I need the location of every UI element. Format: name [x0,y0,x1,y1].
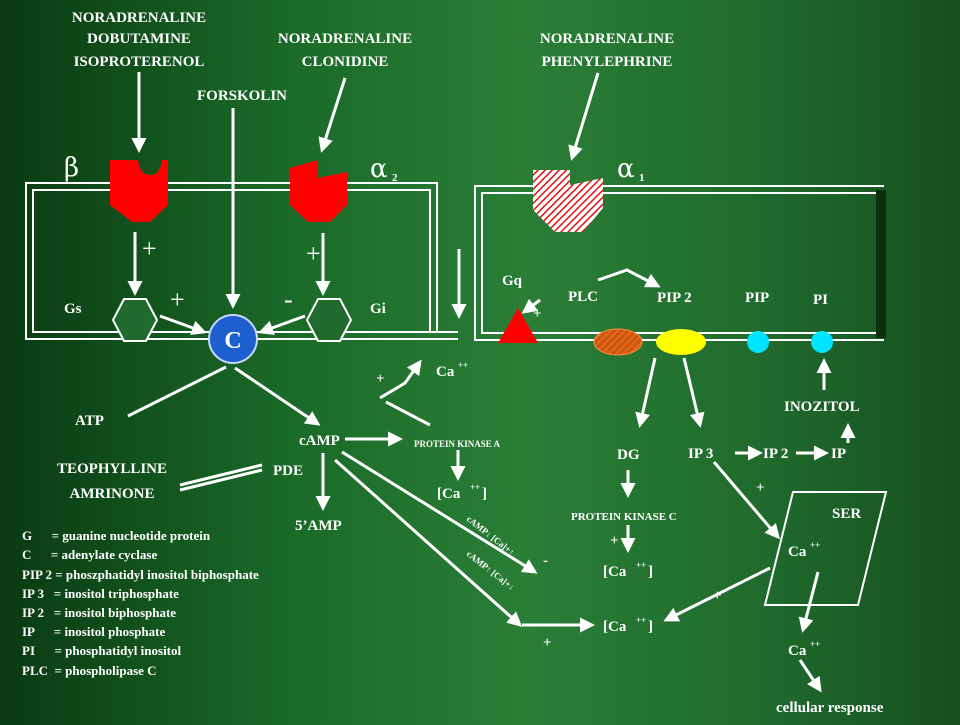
plus-beta: + [142,234,157,263]
ca-cytosol-label: Ca ++ [788,639,820,659]
ca-camp-sup: ++ [636,615,646,625]
legend-line-3: PIP 2 = phoszphatidyl inositol biphospha… [22,567,259,582]
adenylate-cyclase [208,314,258,364]
amp5-label: 5’AMP [295,518,342,534]
pka-label: PROTEIN KINASE A [414,439,501,449]
legend-line-8: PLC = phospholipase C [22,663,157,678]
pi-molecule [811,331,833,353]
inozitol-label: INOZITOL [784,399,860,415]
drug-beta-2: DOBUTAMINE [87,31,191,47]
minus-camp-down: - [543,553,548,569]
cyclase-label: C [224,328,241,354]
pip-molecule [747,331,769,353]
gi-protein [305,298,353,342]
ca-pkc-open: [Ca [603,564,627,580]
legend: G = guanine nucleotide protein C = adeny… [22,528,259,678]
ca-camp-close: ] [648,619,653,635]
alpha2-letter: α [370,154,388,184]
legend-line-6: IP = inositol phosphate [22,624,165,639]
ca-cytosol-sup: ++ [810,639,820,649]
plus-alpha2: + [306,239,321,268]
alpha2-sub: 2 [392,172,398,184]
pip2-label: PIP 2 [657,290,692,306]
plus-gq: + [533,306,542,322]
legend-line-2: C = adenylate cyclase [22,547,157,562]
ca-pkc-sup: ++ [636,560,646,570]
ca-membrane-label: Ca ++ [436,360,468,380]
plus-camp-up: + [543,635,552,651]
legend-line-1: G = guanine nucleotide protein [22,528,211,543]
cellular-response-label: cellular response [776,700,884,716]
gq-label: Gq [502,273,523,289]
arrows [127,72,856,693]
pde-label: PDE [273,463,303,479]
ca-pka-open: [Ca [437,486,461,502]
gq-protein [498,308,538,343]
ca-cytosol-text: Ca [788,643,807,659]
pkc-label: PROTEIN KINASE C [571,511,677,523]
drug-alpha1-1: NORADRENALINE [540,31,674,47]
alpha1-receptor [533,170,603,232]
drug-alpha1-2: PHENYLEPHRINE [542,54,673,70]
ca-membrane-sup: ++ [458,360,468,370]
plus-pka-ca: + [376,371,385,387]
pip-label: PIP [745,290,769,306]
ca-ser-sup: ++ [810,540,820,550]
gi-label: Gi [370,301,386,317]
ca-ser-text: Ca [788,544,807,560]
membrane-right-edge [876,190,886,338]
ca-ser-label: Ca ++ [788,540,820,560]
drug-beta-3: ISOPROTERENOL [74,54,205,70]
ca-pka-close: ] [482,486,487,502]
ca-pka-sup: ++ [470,482,480,492]
beta-label: β [64,153,79,183]
drug-forskolin: FORSKOLIN [197,88,287,104]
ser-compartment [763,491,888,606]
ca-pka-label: [Ca ++ ] [437,482,487,502]
alpha2-receptor [290,160,347,222]
pip2-molecule [656,329,706,355]
gs-label: Gs [64,301,82,317]
dg-label: DG [617,447,640,463]
legend-line-4: IP 3 = inositol triphosphate [22,586,179,601]
membrane-left [25,182,458,340]
legend-line-5: IP 2 = inositol biphosphate [22,605,176,620]
ip3-label: IP 3 [688,446,713,462]
minus-gi: - [284,285,293,314]
drug-alpha2-1: NORADRENALINE [278,31,412,47]
legend-line-7: PI = phosphatidyl inositol [22,643,182,658]
ca-pkc-close: ] [648,564,653,580]
plc-label: PLC [568,289,598,305]
ip2-label: IP 2 [763,446,788,462]
drug-alpha2-2: CLONIDINE [302,54,389,70]
ca-camp-label: [Ca ++ ] [603,615,653,635]
pde-inhibitor-1: TEOPHYLLINE [57,461,167,477]
alpha1-sub: 1 [639,172,645,184]
ser-label: SER [832,506,861,522]
camp-label: cAMP [299,433,340,449]
pi-label: PI [813,292,828,308]
ca-camp-open: [Ca [603,619,627,635]
drug-beta-1: NORADRENALINE [72,10,206,26]
plus-pkc: + [610,533,619,549]
plc-enzyme [593,328,643,356]
alpha2-label: α 2 [370,154,398,184]
ca-pkc-label: [Ca ++ ] [603,560,653,580]
ip-label: IP [831,446,846,462]
ca-membrane-text: Ca [436,364,455,380]
gs-protein [111,298,159,342]
beta-receptor [110,160,168,222]
plus-gs: + [170,285,185,314]
alpha1-label: α 1 [617,154,645,184]
pde-inhibitor-2: AMRINONE [70,486,155,502]
plus-ip3: + [756,480,765,496]
plus-ser: + [713,588,722,604]
alpha1-letter: α [617,154,635,184]
atp-label: ATP [75,413,104,429]
